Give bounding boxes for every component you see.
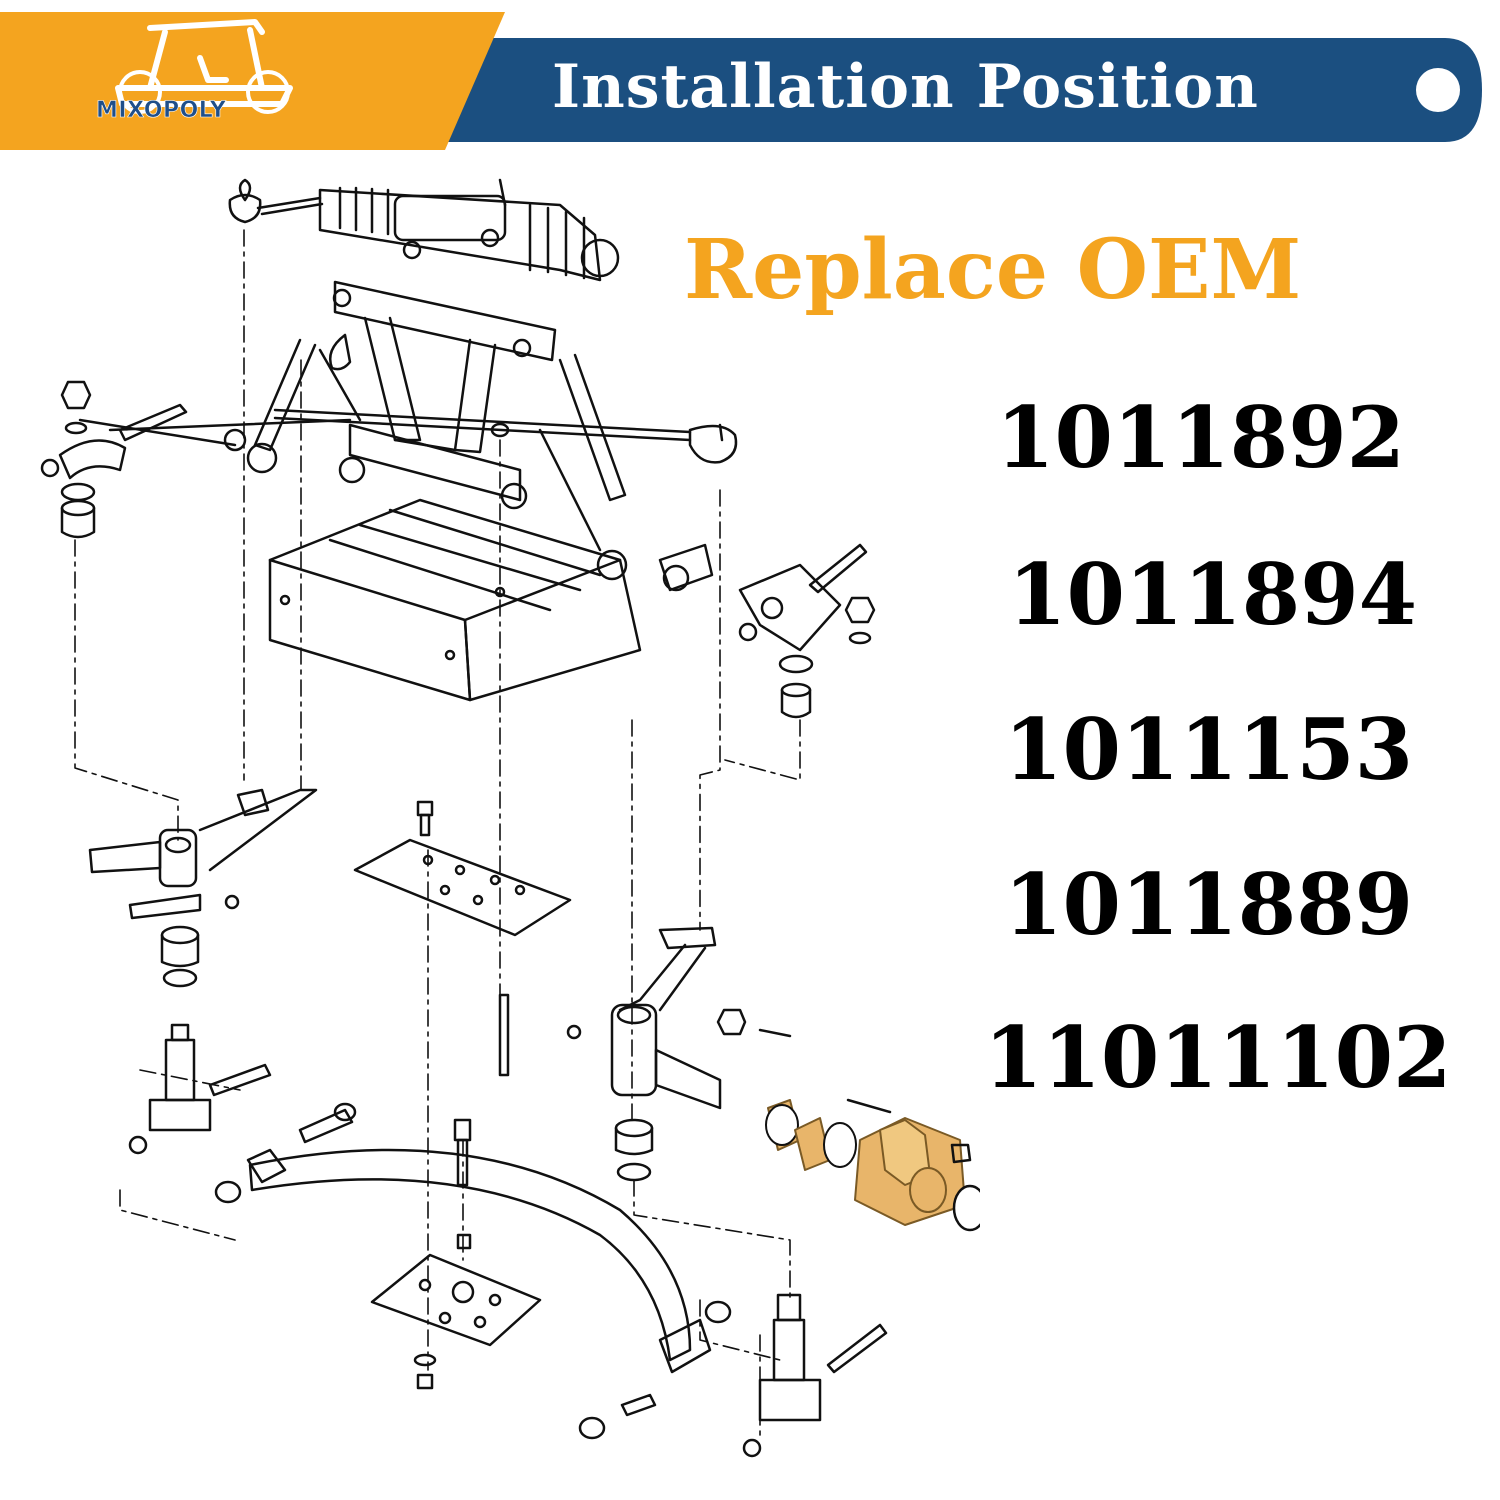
part-number-item: 1011894 <box>1008 545 1418 644</box>
banner-background <box>0 12 1482 150</box>
center-bushing-icon <box>490 422 714 592</box>
left-upper-bushing-icon <box>40 380 188 539</box>
center-plate-icon <box>353 800 572 1250</box>
banner-title: Installation Position <box>552 52 1259 122</box>
part-number-item: 1011889 <box>1004 855 1414 954</box>
replace-oem-heading: Replace OEM <box>684 222 1302 318</box>
header-banner: MIXOPOLY Installation Position <box>0 0 1500 160</box>
part-number-item: 1011153 <box>1004 700 1414 799</box>
left-spindle-arm-icon <box>88 788 318 920</box>
right-bracket-icon <box>738 543 876 719</box>
part-number-item: 1011892 <box>996 388 1406 487</box>
left-kingpin-icon <box>128 925 272 1155</box>
brand-logo-text: MIXOPOLY <box>96 98 227 124</box>
lower-plate-icon <box>370 1253 542 1390</box>
right-spindle-arm-icon <box>566 926 792 1110</box>
steering-rack-icon <box>228 178 620 282</box>
front-frame-icon <box>78 280 738 581</box>
highlighted-hub-assembly-icon <box>765 1099 966 1226</box>
hub-hardware-icon <box>846 1098 980 1232</box>
exploded-suspension-diagram <box>0 160 980 1500</box>
right-kingpin-icon <box>614 1118 888 1458</box>
banner-circle-icon <box>1416 68 1460 112</box>
part-number-item: 11011102 <box>984 1008 1452 1107</box>
leaf-spring-icon <box>214 1102 732 1440</box>
base-pan-icon <box>268 498 642 702</box>
